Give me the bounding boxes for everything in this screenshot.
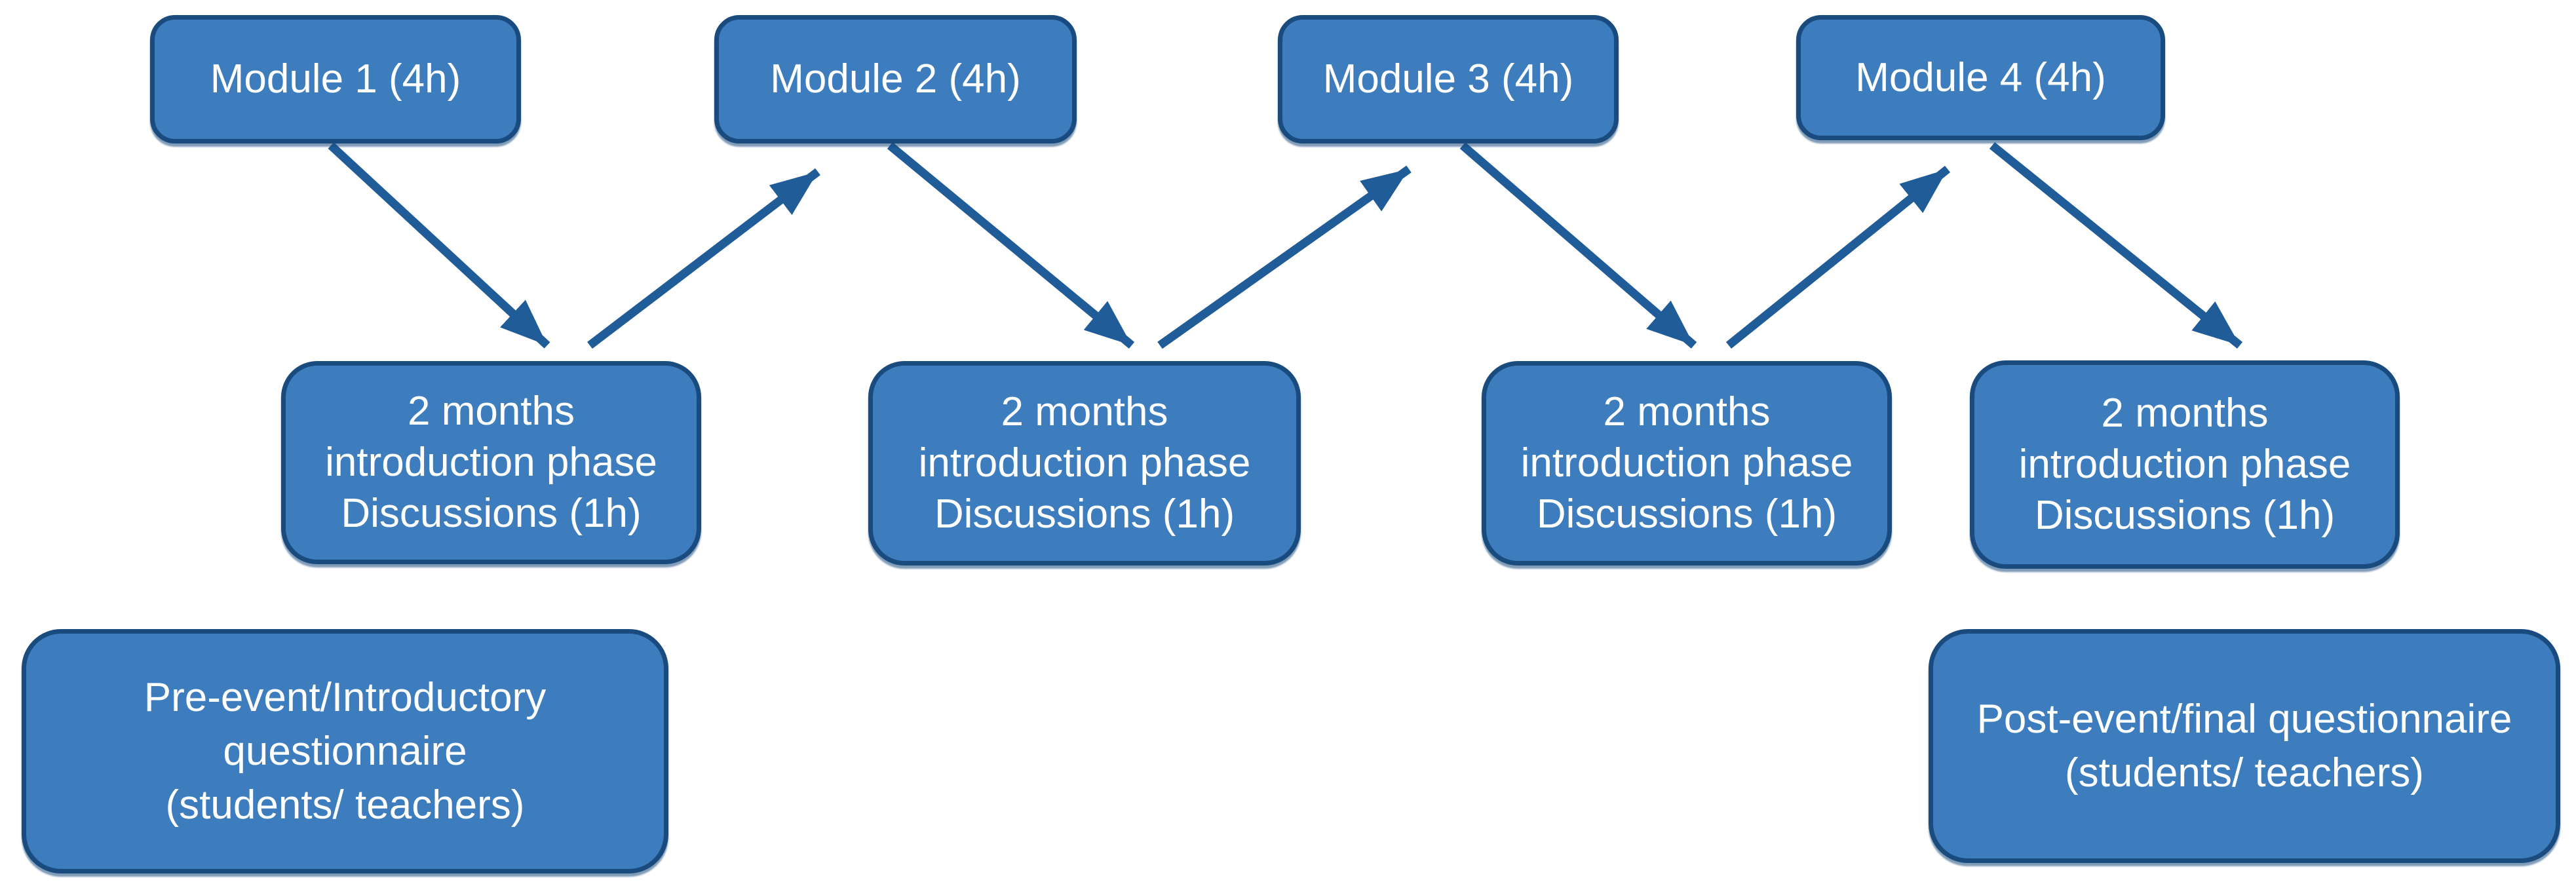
- pre-event-line-3: (students/ teachers): [165, 782, 525, 828]
- discussion-4-box: 2 months introduction phase Discussions …: [1970, 360, 2400, 569]
- discussion-2-line-2: introduction phase: [918, 440, 1251, 486]
- pre-event-line-2: questionnaire: [223, 728, 467, 774]
- arrow-module-4-to-discussion-4: [1989, 142, 2243, 349]
- discussion-2-box: 2 months introduction phase Discussions …: [868, 361, 1301, 566]
- discussion-3-line-1: 2 months: [1603, 389, 1771, 434]
- pre-event-questionnaire-box: Pre-event/Introductory questionnaire (st…: [22, 629, 668, 873]
- module-2-label: Module 2 (4h): [770, 56, 1021, 102]
- arrow-discussion-3-to-module-4: [1725, 165, 1951, 349]
- arrow-module-2-to-discussion-2: [887, 142, 1135, 349]
- module-2-box: Module 2 (4h): [714, 15, 1077, 144]
- module-3-label: Module 3 (4h): [1322, 56, 1574, 102]
- module-1-label: Module 1 (4h): [210, 56, 461, 102]
- module-3-box: Module 3 (4h): [1278, 15, 1619, 144]
- discussion-3-line-2: introduction phase: [1520, 440, 1853, 486]
- arrow-discussion-2-to-module-3: [1157, 165, 1412, 349]
- module-4-box: Module 4 (4h): [1796, 15, 2165, 140]
- module-1-box: Module 1 (4h): [150, 15, 521, 144]
- discussion-3-box: 2 months introduction phase Discussions …: [1482, 361, 1892, 566]
- post-event-line-1: Post-event/final questionnaire: [1976, 696, 2512, 742]
- arrow-discussion-1-to-module-2: [587, 168, 820, 349]
- discussion-4-line-3: Discussions (1h): [2034, 493, 2336, 538]
- arrow-module-1-to-discussion-1: [328, 142, 550, 349]
- pre-event-line-1: Pre-event/Introductory: [144, 674, 547, 720]
- discussion-2-line-3: Discussions (1h): [934, 491, 1235, 537]
- discussion-1-box: 2 months introduction phase Discussions …: [281, 361, 701, 564]
- arrow-module-3-to-discussion-3: [1459, 142, 1697, 349]
- discussion-4-line-2: introduction phase: [2018, 442, 2351, 487]
- discussion-1-line-3: Discussions (1h): [341, 491, 642, 536]
- discussion-3-line-3: Discussions (1h): [1536, 491, 1837, 537]
- discussion-1-line-1: 2 months: [407, 389, 575, 434]
- module-4-label: Module 4 (4h): [1855, 54, 2106, 100]
- discussion-2-line-1: 2 months: [1001, 389, 1168, 434]
- post-event-line-2: (students/ teachers): [2065, 750, 2424, 796]
- discussion-1-line-2: introduction phase: [325, 440, 657, 485]
- post-event-questionnaire-box: Post-event/final questionnaire (students…: [1929, 629, 2560, 863]
- discussion-4-line-1: 2 months: [2101, 391, 2269, 436]
